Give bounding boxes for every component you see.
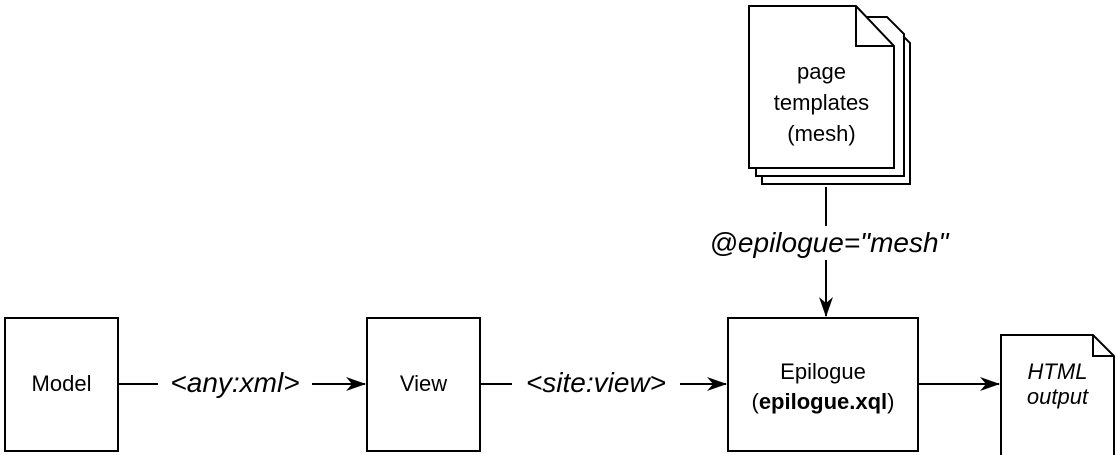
epilogue-title: Epilogue — [780, 359, 866, 384]
view-label: View — [399, 371, 448, 396]
html-output-line2: output — [1026, 384, 1089, 409]
html-output-doc — [1000, 334, 1115, 455]
html-output-label: HTML output — [1001, 359, 1114, 409]
html-output-line1: HTML — [1027, 359, 1088, 384]
page-templates-stack — [748, 5, 911, 185]
model-box — [4, 317, 119, 452]
epilogue-script: (epilogue.xql) — [751, 389, 895, 414]
edge-label-epilogue-mesh: @epilogue="mesh" — [696, 226, 962, 260]
epilogue-box — [727, 317, 919, 452]
edge-label-site-view: <site:view> — [512, 366, 680, 400]
view-box — [366, 317, 481, 452]
page-templates-line1: page — [797, 59, 846, 84]
page-templates-line3: (mesh) — [787, 121, 856, 146]
epilogue-label: Epilogue (epilogue.xql) — [728, 357, 918, 417]
page-templates-line2: templates — [773, 90, 870, 115]
edge-label-any-xml: <any:xml> — [158, 366, 312, 400]
model-label: Model — [31, 371, 92, 396]
epilogue-script-name: epilogue.xql — [758, 389, 888, 414]
page-templates-label: page templates (mesh) — [749, 56, 894, 149]
